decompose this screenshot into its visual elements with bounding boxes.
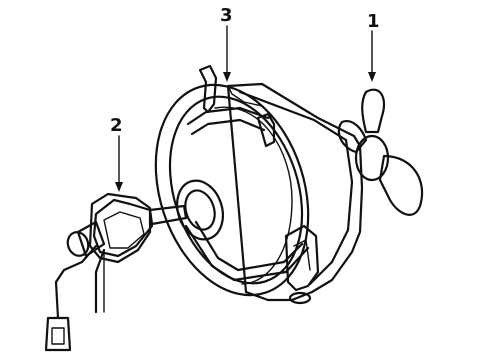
motor-connector	[44, 316, 72, 352]
callout-1-label: 1	[367, 11, 380, 32]
motor-hub-inner	[184, 189, 216, 231]
callout-3: 3	[220, 5, 233, 82]
shroud-opening-edge	[214, 106, 293, 285]
callout-1: 1	[367, 11, 380, 82]
shroud-bottom-foot	[288, 291, 312, 305]
motor-rear-housing	[76, 220, 106, 258]
shroud-top-ridge	[227, 85, 263, 107]
shroud-top-tab	[198, 64, 218, 114]
bracket-arm-top	[186, 106, 270, 126]
fan-blade	[337, 88, 424, 216]
bracket-arm-bottom	[184, 224, 310, 282]
shroud-rear-edge	[238, 90, 354, 286]
fan-blade-left	[337, 120, 368, 154]
motor-flange	[88, 192, 152, 264]
callout-3-label: 3	[220, 5, 233, 26]
callout-3-arrowhead	[223, 72, 231, 82]
fan-blade-top	[361, 88, 386, 134]
motor-wire-1	[54, 244, 98, 320]
bracket-arm-bottom-inner	[194, 220, 304, 272]
motor-hub-ring	[176, 179, 224, 241]
motor-body	[92, 198, 154, 258]
shroud-right-bracket	[256, 112, 276, 148]
shroud-lower-clip	[284, 224, 320, 292]
motor-rear-bell	[66, 231, 90, 257]
motor-body-face	[103, 211, 145, 249]
motor-wire-2	[94, 248, 106, 314]
fan-shroud	[154, 64, 364, 305]
callout-2-arrowhead	[115, 182, 123, 192]
fan-blade-right	[378, 154, 424, 216]
shroud-outer-ring	[154, 83, 310, 297]
callout-2-label: 2	[110, 115, 123, 136]
fan-motor	[44, 192, 188, 352]
callout-2: 2	[110, 115, 123, 192]
shroud-rear-body	[226, 82, 364, 302]
bracket-arm-top-inner	[190, 118, 266, 136]
fan-blade-hub	[354, 134, 390, 182]
callout-1-arrowhead	[368, 72, 376, 82]
motor-connector-face	[51, 327, 65, 345]
shroud-lower-clip-detail	[293, 239, 311, 271]
